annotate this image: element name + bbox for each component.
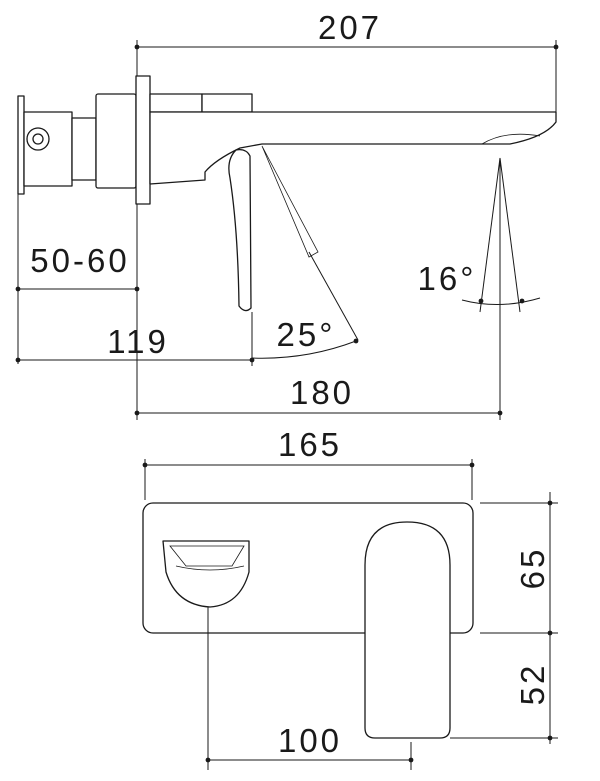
label-lever-angle: 25° — [277, 316, 336, 353]
spout-front — [162, 540, 250, 608]
label-overall-length: 207 — [318, 9, 382, 46]
dimension-spray-angle: 16° — [418, 157, 541, 313]
lever-handle-front — [364, 521, 451, 739]
wall-plate-side — [135, 75, 151, 205]
dimension-lever-angle: 25° — [251, 251, 359, 359]
label-spout-to-handle: 100 — [278, 722, 342, 759]
dimension-plate-height: 65 52 — [450, 492, 558, 744]
dimension-spout-to-handle: 100 — [205, 607, 414, 770]
front-view: 165 65 52 — [142, 426, 558, 770]
label-handle-below-plate: 52 — [514, 663, 551, 706]
dimension-overall-length: 207 — [134, 9, 559, 112]
in-wall-body — [17, 93, 137, 195]
dimension-plate-width: 165 — [142, 426, 475, 500]
label-spray-angle: 16° — [418, 260, 477, 297]
dimension-wall-depth: 50-60 — [15, 194, 140, 420]
side-view: 207 50-60 — [15, 9, 559, 420]
spout-side — [149, 111, 557, 185]
spout-and-lever — [149, 93, 557, 312]
label-wall-depth: 50-60 — [30, 242, 129, 279]
dimension-body-to-outlet: 180 — [134, 158, 503, 420]
label-body-to-lever: 119 — [107, 323, 169, 360]
label-plate-width: 165 — [278, 426, 342, 463]
dimension-body-to-lever: 119 — [15, 312, 255, 366]
label-body-to-outlet: 180 — [290, 374, 354, 411]
lever-handle-side — [228, 148, 252, 312]
label-plate-height: 65 — [514, 547, 551, 590]
